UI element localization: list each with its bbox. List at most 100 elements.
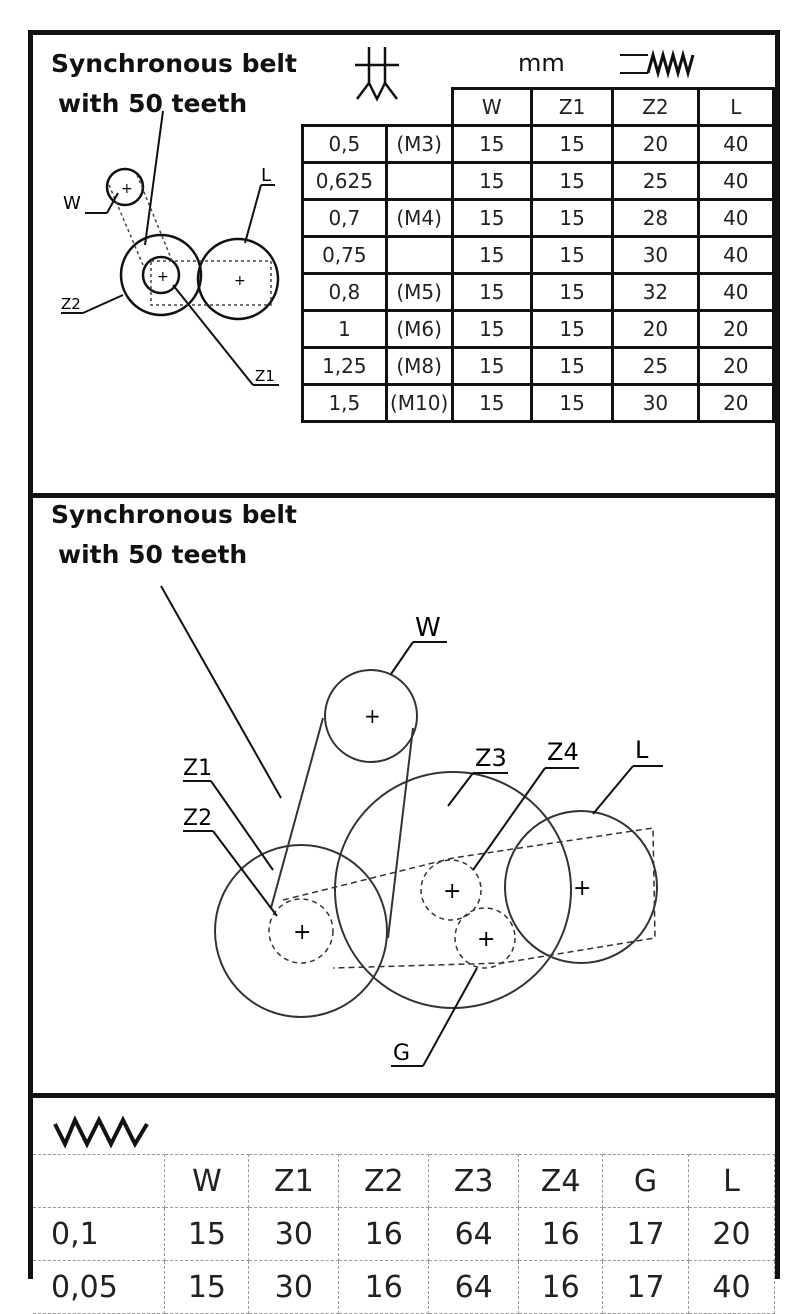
table-row: 0,7 (M4) 15 15 28 40 xyxy=(301,198,776,238)
value-cell: 20 xyxy=(696,309,776,349)
value-cell: 25 xyxy=(611,346,700,386)
value-cell: 16 xyxy=(518,1207,604,1261)
value-cell: 40 xyxy=(696,235,776,275)
center-mark: + xyxy=(573,876,591,901)
label-underline xyxy=(592,765,634,815)
gear-train-dashed xyxy=(150,260,272,306)
table-row: 0,1 15 30 16 64 16 17 20 xyxy=(33,1207,775,1261)
value-cell: 20 xyxy=(688,1207,775,1261)
value-cell: 15 xyxy=(450,346,533,386)
empty-cell xyxy=(386,89,452,126)
value-cell: 15 xyxy=(529,124,615,164)
empty-cell xyxy=(303,89,387,126)
table-row: 0,75 15 15 30 40 xyxy=(301,235,776,275)
value-cell: 16 xyxy=(518,1260,604,1314)
value-cell: 30 xyxy=(248,1260,340,1314)
value-cell: 15 xyxy=(529,383,615,423)
value-cell: 15 xyxy=(529,161,615,201)
label-l: L xyxy=(635,736,649,764)
gear-l-circle xyxy=(504,810,658,964)
center-mark: + xyxy=(364,704,381,728)
middle-section: Synchronous belt with 50 teeth + + + + + xyxy=(33,493,775,1093)
leader-line xyxy=(106,192,119,214)
leader-line xyxy=(244,184,262,244)
pitch-cell: 0,625 xyxy=(301,161,388,201)
table-row: 0,625 15 15 25 40 xyxy=(301,161,776,201)
header-z1: Z1 xyxy=(248,1154,340,1208)
gear-z4-circle xyxy=(420,859,482,921)
label-underline xyxy=(210,780,274,871)
value-cell: 15 xyxy=(450,198,533,238)
leader-line xyxy=(172,284,254,386)
value-cell: 40 xyxy=(688,1260,775,1314)
center-mark: + xyxy=(157,269,169,285)
value-cell: 15 xyxy=(529,272,615,312)
top-data-table: W Z1 Z2 L 0,5 (M3) 15 15 20 40 0,625 15 … xyxy=(301,87,776,423)
middle-title-line2: with 50 teeth xyxy=(58,540,248,569)
thread-profile-icon xyxy=(355,47,399,102)
value-cell: 20 xyxy=(696,383,776,423)
center-mark: + xyxy=(234,273,246,289)
label-z2: Z2 xyxy=(183,806,212,831)
top-title-line2: with 50 teeth xyxy=(58,89,248,118)
gear-z3-circle xyxy=(334,771,572,1009)
header-w: W xyxy=(450,87,533,127)
value-cell: 20 xyxy=(611,124,700,164)
center-mark: + xyxy=(121,181,133,197)
label-w: W xyxy=(415,613,441,643)
table-row: 1,5 (M10) 15 15 30 20 xyxy=(301,383,776,423)
header-z1: Z1 xyxy=(529,87,615,127)
value-cell: 64 xyxy=(428,1260,520,1314)
header-l: L xyxy=(688,1154,775,1208)
value-cell: 15 xyxy=(450,235,533,275)
gear-w-circle xyxy=(324,669,418,763)
gear-chart-frame: Synchronous belt with 50 teeth + + + W L… xyxy=(28,30,780,1314)
value-cell: 15 xyxy=(450,124,533,164)
value-cell: 40 xyxy=(696,124,776,164)
value-cell: 40 xyxy=(696,198,776,238)
label-underline xyxy=(390,641,414,675)
value-cell: 15 xyxy=(529,309,615,349)
label-underline xyxy=(472,767,546,871)
value-cell: 30 xyxy=(611,235,700,275)
belt-right xyxy=(387,727,414,939)
thread-cell: (M10) xyxy=(384,383,454,423)
label-underline xyxy=(422,967,478,1067)
table-row: 0,8 (M5) 15 15 32 40 xyxy=(301,272,776,312)
value-cell: 20 xyxy=(611,309,700,349)
pitch-cell: 0,5 xyxy=(301,124,388,164)
spring-coil-icon xyxy=(620,49,695,79)
table-row: 0,05 15 30 16 64 16 17 40 xyxy=(33,1260,775,1314)
value-cell: 32 xyxy=(611,272,700,312)
gear-z2-circle xyxy=(214,844,388,1018)
bottom-data-table: W Z1 Z2 Z3 Z4 G L 0,1 15 30 16 64 16 17 … xyxy=(33,1154,775,1314)
value-cell: 40 xyxy=(696,272,776,312)
label-z1: Z1 xyxy=(183,756,212,781)
value-cell: 30 xyxy=(248,1207,340,1261)
pitch-cell: 1,25 xyxy=(301,346,388,386)
value-cell: 17 xyxy=(602,1207,690,1261)
gear-g-circle xyxy=(454,907,516,969)
label-underline xyxy=(447,772,474,807)
value-cell: 15 xyxy=(529,235,615,275)
main-gear-diagram: + + + + + xyxy=(160,585,663,1067)
value-cell: 15 xyxy=(529,346,615,386)
thread-cell: (M3) xyxy=(384,124,454,164)
value-cell: 20 xyxy=(696,346,776,386)
label-z4: Z4 xyxy=(547,738,579,766)
value-cell: 17 xyxy=(602,1260,690,1314)
header-l: L xyxy=(696,87,776,127)
value-cell: 40 xyxy=(696,161,776,201)
belt-left xyxy=(270,717,324,909)
label-z2: Z2 xyxy=(61,295,81,313)
empty-cell xyxy=(33,1154,166,1208)
value-cell: 15 xyxy=(450,272,533,312)
value-cell: 15 xyxy=(164,1260,250,1314)
gear-z2-circle xyxy=(119,233,203,317)
header-z3: Z3 xyxy=(428,1154,520,1208)
belt-leader-line xyxy=(144,110,164,246)
header-row: W Z1 Z2 L xyxy=(303,87,776,127)
gear-w-circle xyxy=(105,167,145,207)
label-z3: Z3 xyxy=(475,744,507,772)
table-row: 1 (M6) 15 15 20 20 xyxy=(301,309,776,349)
